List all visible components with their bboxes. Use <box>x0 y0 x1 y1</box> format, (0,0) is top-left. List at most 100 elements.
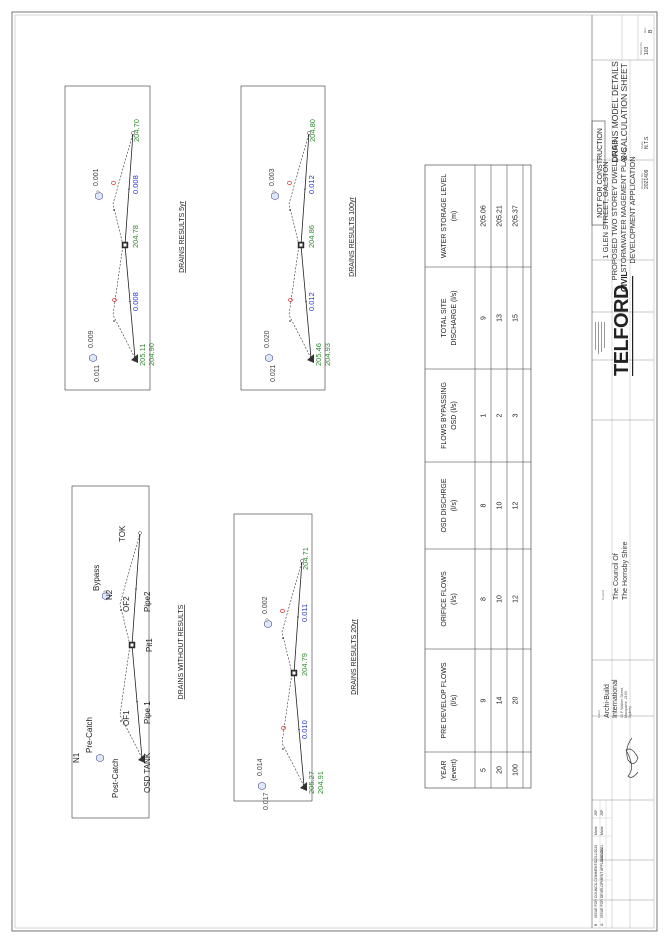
pit-water-level: 204.78 <box>131 225 140 248</box>
sheet-border <box>11 11 658 932</box>
label-bypass: Bypass <box>92 565 101 591</box>
pipe2-flow: 0.012 <box>307 175 316 194</box>
revision-description: ISSUE FOR COUNCIL COMMENTS <box>594 860 598 918</box>
catchment-pre-icon <box>265 353 273 363</box>
client-label: Client <box>597 710 601 718</box>
pit-water-level: 204.79 <box>300 653 309 676</box>
overflow-2-flow: 0 <box>109 181 118 185</box>
frame-results-20yr <box>233 513 313 802</box>
revision-id: A <box>600 923 604 926</box>
table-header: OSD DISCHRGE <box>441 478 448 532</box>
tank-outlet-level: 204.91 <box>316 771 325 794</box>
project-line1: 1 GLEN STREET, GALSTON <box>601 161 610 258</box>
table-cell: 15 <box>513 314 520 322</box>
outlet-icon <box>307 131 311 135</box>
label-pre-catch: Pre-Catch <box>85 717 94 753</box>
overflow-path-1 <box>119 644 143 759</box>
revision-by: Mahe <box>594 826 598 835</box>
table-cell: 14 <box>497 697 504 705</box>
bypass-node-icon <box>272 190 276 194</box>
table-cell: 9 <box>481 698 488 702</box>
overflow-2-flow: 0 <box>285 181 294 185</box>
frame-no-results <box>71 485 150 819</box>
table-header-unit: (l/s) <box>451 500 458 512</box>
label-osd-tank: OSD TANK <box>143 752 152 793</box>
osd-tank-icon <box>300 782 307 791</box>
rev-value: B <box>648 29 654 33</box>
overflow-path-1 <box>112 244 136 359</box>
label-pipe2: Pipe2 <box>143 591 152 612</box>
revision-checked: JSP <box>594 809 598 816</box>
catchment-pre-flow: 0.020 <box>264 330 271 348</box>
table-header: TOTAL SITE <box>441 298 448 337</box>
tank-water-level: 205.46 <box>314 343 323 366</box>
table-cell: 100 <box>513 764 520 776</box>
flow-arrow-icon <box>304 188 306 190</box>
bypass-node-icon <box>265 618 269 622</box>
bypass-node-icon <box>96 190 100 194</box>
flow-arrow-icon <box>282 748 284 750</box>
pit-icon-inner <box>123 243 127 247</box>
frame-results-100yr <box>240 85 326 391</box>
client-line4: Macquarie, 2160 <box>624 691 628 718</box>
label-of2: OF2 <box>122 596 131 612</box>
table-header: WATER STORAGE LEVEL <box>441 174 448 258</box>
pipe1-flow: 0.010 <box>300 720 309 739</box>
table-cell: 12 <box>513 502 520 510</box>
table-header: PRE DEVELOP FLOWS <box>441 662 448 738</box>
bypass-node-icon <box>103 590 107 594</box>
revision-date: 18/11/2021 <box>600 845 604 862</box>
table-header-unit: DISCHARGE (l/s) <box>451 290 458 345</box>
pit-water-level: 204.86 <box>307 225 316 248</box>
bypass-flow: 0.003 <box>269 168 276 186</box>
telford-logo-bar <box>632 276 634 376</box>
drawing-title-line1: DRAINS MODEL DETAILS <box>610 61 620 163</box>
label-tok: TOK <box>118 525 127 542</box>
council-label: Council <box>601 590 605 600</box>
label-n1: N1 <box>72 752 81 763</box>
flow-arrow-icon <box>129 300 131 303</box>
bypass-flow: 0.002 <box>262 596 269 614</box>
table-cell: 5 <box>481 768 488 772</box>
flow-arrow-icon <box>128 188 130 190</box>
catchment-bypass-icon <box>264 619 272 629</box>
catchment-post-flow: 0.017 <box>263 792 270 810</box>
table-cell: 205.21 <box>497 205 504 227</box>
table-cell: 205.37 <box>513 205 520 227</box>
outlet-icon <box>300 559 304 563</box>
table-cell: 12 <box>513 595 520 603</box>
osd-tank-icon <box>131 354 138 363</box>
overflow-path-2 <box>281 560 303 674</box>
outlet-level: 204.80 <box>308 119 317 142</box>
stamp-box <box>591 120 606 226</box>
overflow-path-1 <box>281 672 305 787</box>
overflow-1-flow: 0 <box>110 298 119 302</box>
flow-arrow-icon <box>113 320 115 322</box>
tank-outlet-level: 204.90 <box>147 343 156 366</box>
summary-table: YEAR(event)PRE DEVELOP FLOWS(l/s)ORIFICE… <box>424 164 532 789</box>
telford-logo: TELFORD <box>611 285 633 376</box>
label-of1: OF1 <box>122 710 131 726</box>
outlet-level: 204.70 <box>132 119 141 142</box>
catchment-bypass-icon <box>102 591 110 601</box>
revision-date: 12/11/2022 <box>594 845 598 862</box>
catchment-pre-flow: 0.009 <box>88 330 95 348</box>
catchment-pre-icon <box>89 353 97 363</box>
table-cell: 10 <box>497 502 504 510</box>
label-n2: N2 <box>105 589 114 600</box>
osd-tank-icon <box>307 354 314 363</box>
flow-arrow-icon <box>305 300 307 303</box>
flow-arrow-icon <box>113 209 115 211</box>
stamp-text: NOT FOR CONSTRUCTION <box>597 128 604 218</box>
pit-icon-inner <box>299 243 303 247</box>
label-pit1: Pit1 <box>145 638 154 652</box>
table-cell: 1 <box>481 413 488 417</box>
table-header: ORIFICE FLOWS <box>441 571 448 627</box>
table-cell: 20 <box>497 766 504 774</box>
overflow-path-2 <box>119 532 141 646</box>
